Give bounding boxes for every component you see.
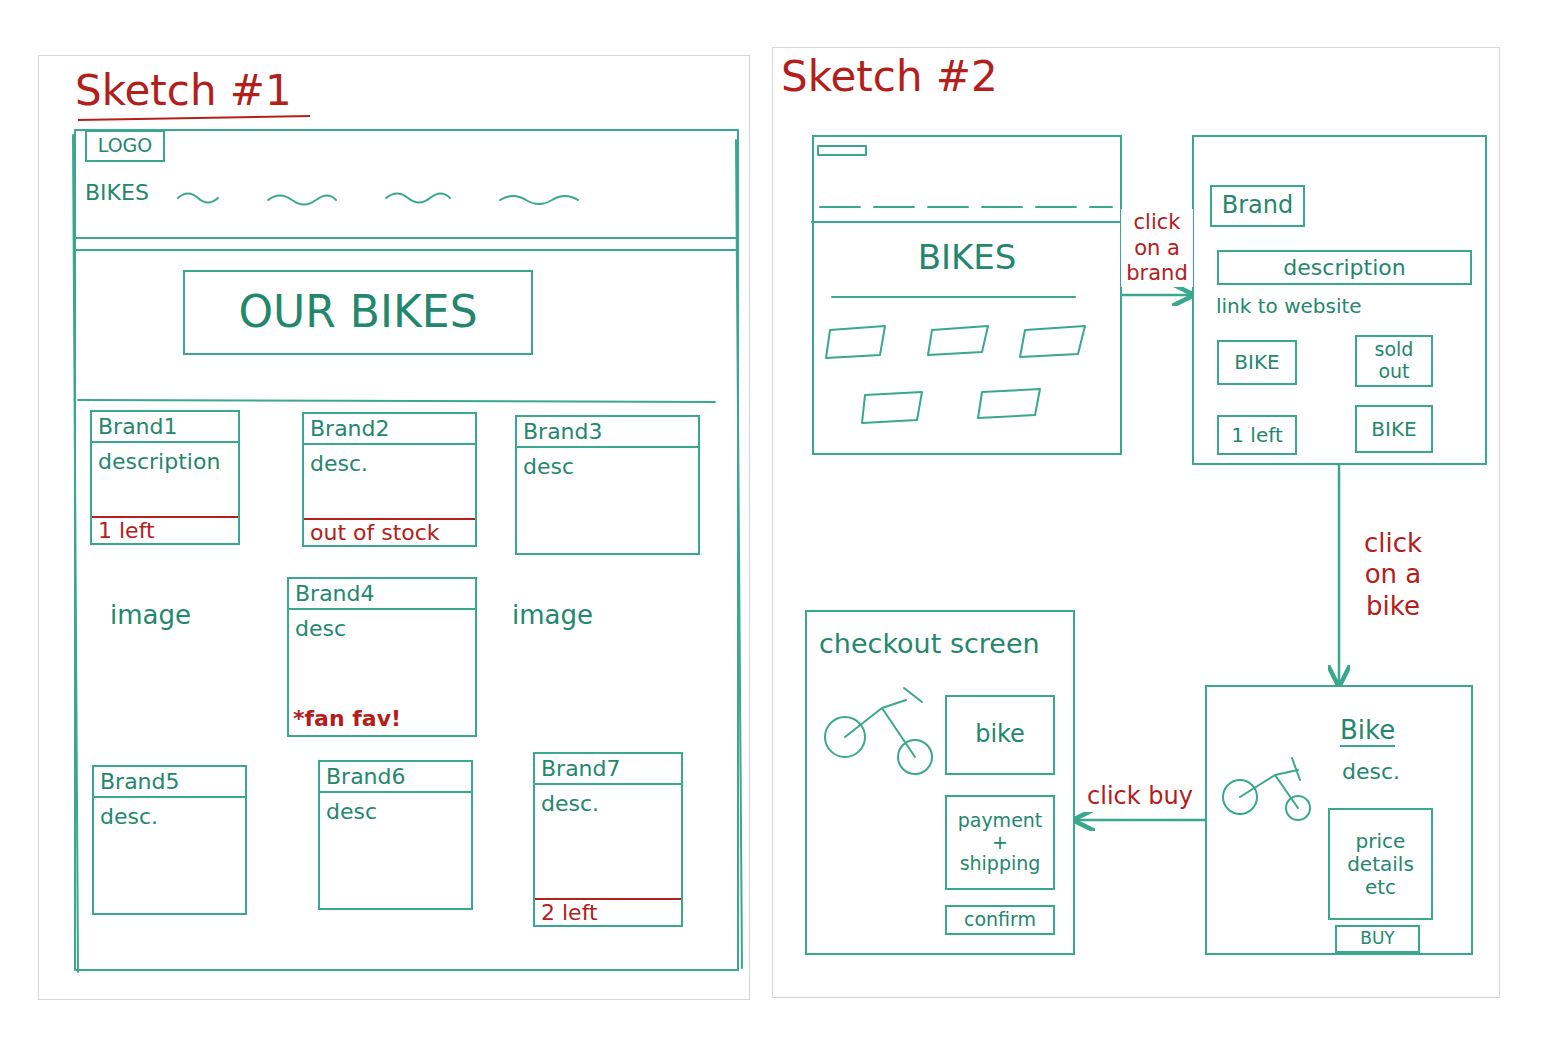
brand-card: Brand3desc — [515, 415, 700, 555]
node-text: Bike — [1340, 715, 1395, 747]
node-text: 1 left — [1231, 424, 1282, 447]
nav-squiggle — [386, 194, 450, 203]
bike-sketch — [825, 688, 932, 774]
sketch-stroke — [73, 135, 78, 972]
card-body: desc — [289, 610, 475, 647]
brand-card: Brand2desc. out of stock — [302, 412, 477, 547]
image-placeholder: image — [512, 600, 593, 630]
heading-underline — [78, 116, 310, 120]
card-heading: Brand7 — [535, 754, 681, 785]
card-heading: Brand1 — [92, 412, 238, 443]
edge-label: click on a bike — [1351, 527, 1435, 623]
brand-card: Brand1description 1 left — [90, 410, 240, 545]
node-text: confirm — [964, 909, 1036, 931]
nav-squiggle — [178, 194, 218, 203]
page-title-box: OUR BIKES — [183, 270, 533, 355]
browser-frame — [75, 130, 738, 970]
bike-summary-box: bike — [945, 695, 1055, 775]
nav-squiggle — [500, 196, 578, 204]
brand-tile — [862, 392, 922, 423]
logo-box: LOGO — [85, 130, 165, 162]
image-placeholder: image — [110, 600, 191, 630]
node-text: sold out — [1361, 339, 1427, 383]
header-line — [75, 249, 738, 251]
node-text: payment + shipping — [951, 810, 1049, 876]
brand-tile — [928, 326, 988, 355]
sketch-panel: Sketch #2 BIKES link to website Brand descri… — [772, 47, 1500, 998]
bike-frame — [1240, 758, 1300, 808]
bike-screen: Bike desc. price details etcBUY — [1205, 685, 1473, 955]
flow-arrow — [1122, 294, 1192, 297]
brand-card: Brand6desc — [318, 760, 473, 910]
brand-tile — [1020, 326, 1085, 357]
card-heading: Brand6 — [320, 762, 471, 793]
node-text: link to website — [1216, 294, 1362, 318]
card-heading: Brand3 — [517, 417, 698, 448]
node-text: Brand — [1222, 192, 1293, 220]
confirm-button: confirm — [945, 905, 1055, 935]
node-text: BUY — [1360, 929, 1395, 949]
node-text: checkout screen — [819, 628, 1040, 659]
card-heading: Brand5 — [94, 767, 245, 798]
edge-label: click on a brand — [1121, 209, 1193, 287]
nav-dashes — [820, 206, 1112, 208]
card-status: *fan fav! — [289, 706, 475, 735]
card-status: 2 left — [535, 898, 681, 925]
node-text: bike — [975, 721, 1025, 749]
bikes-screen: BIKES — [812, 135, 1122, 455]
bike-tile: 1 left — [1217, 415, 1297, 455]
node-text: BIKES — [814, 237, 1120, 277]
card-body: desc. — [94, 798, 245, 835]
card-body: desc — [517, 448, 698, 485]
edge-label: click buy — [1083, 781, 1197, 812]
bike-tile: BIKE — [1355, 405, 1433, 453]
logo-mark — [818, 146, 866, 155]
bike-tile: sold out — [1355, 335, 1433, 387]
node-text: Sketch #2 — [773, 48, 1499, 101]
node-text: OUR BIKES — [238, 287, 477, 338]
checkout-screen: checkout screen bike payment + shipping con… — [805, 610, 1075, 955]
node-text: BIKE — [1371, 418, 1416, 441]
brand-screen: link to website Brand descriptionBIKE sold … — [1192, 135, 1487, 465]
brand-card: Brand4desc *fan fav! — [287, 577, 477, 737]
bike-tile: BIKE — [1217, 340, 1297, 385]
card-status: 1 left — [92, 516, 238, 543]
card-heading: Brand2 — [304, 414, 475, 445]
brand-card: Brand5desc. — [92, 765, 247, 915]
nav-squiggle — [268, 196, 336, 205]
card-heading: Brand4 — [289, 579, 475, 610]
flow-arrow — [1338, 465, 1341, 685]
description-box: description — [1217, 250, 1472, 285]
node-text: BIKE — [1234, 351, 1279, 374]
section-line — [78, 400, 715, 402]
card-body: description — [92, 443, 238, 480]
brand-card: Brand7desc. 2 left — [533, 752, 683, 927]
card-status: out of stock — [304, 518, 475, 545]
bike-frame — [845, 688, 922, 757]
card-body: desc — [320, 793, 471, 830]
card-body: desc. — [535, 785, 681, 822]
header-line — [812, 221, 1122, 223]
brand-tile — [978, 389, 1040, 418]
sketch-stroke — [736, 140, 742, 968]
flow-arrow — [1075, 819, 1205, 822]
node-text: description — [1283, 255, 1405, 280]
brand-heading-box: Brand — [1210, 185, 1305, 227]
title-underline — [832, 296, 1075, 298]
buy-button: BUY — [1335, 925, 1420, 953]
card-body: desc. — [304, 445, 475, 482]
bike-sketch — [1223, 758, 1310, 820]
price-box: price details etc — [1328, 808, 1433, 920]
brand-tile — [826, 326, 885, 358]
node-text: Sketch #1 — [39, 56, 749, 115]
payment-box: payment + shipping — [945, 795, 1055, 890]
header-line — [75, 237, 738, 239]
node-text: LOGO — [98, 135, 153, 157]
node-text: desc. — [1342, 759, 1400, 784]
node-text: price details etc — [1334, 830, 1427, 899]
nav-label: BIKES — [85, 180, 149, 205]
